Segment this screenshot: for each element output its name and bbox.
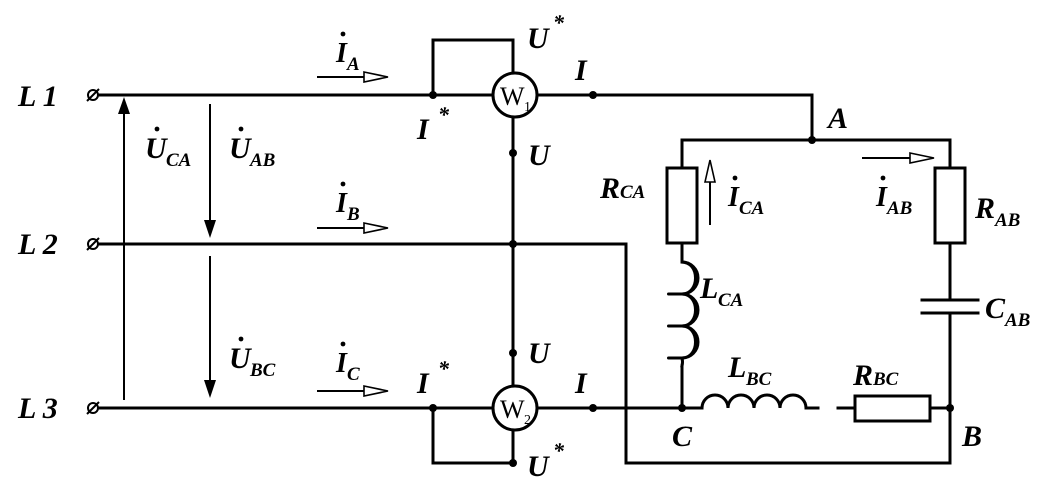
label-node-b: B	[961, 420, 982, 453]
resistor-rab	[933, 166, 967, 245]
svg-text:I: I	[416, 367, 430, 400]
svg-text:U: U	[229, 132, 252, 165]
svg-text:W: W	[500, 82, 525, 111]
label-w1-u: U	[528, 139, 551, 172]
svg-text:BC: BC	[872, 369, 899, 390]
label-lbc: L BC	[727, 351, 772, 390]
label-l2: L 2	[17, 228, 58, 261]
svg-text:U: U	[229, 342, 252, 375]
uca-arrowhead	[118, 97, 130, 114]
label-w1-i: I	[574, 54, 588, 87]
svg-text:B: B	[346, 204, 360, 225]
svg-text:2: 2	[524, 413, 531, 428]
label-w2-i: I	[574, 367, 588, 400]
svg-text:AB: AB	[249, 150, 275, 171]
label-w2-u: U	[528, 337, 551, 370]
label-uca: U CA	[145, 126, 191, 171]
svg-text:A: A	[346, 54, 360, 75]
label-l1: L 1	[17, 80, 58, 113]
label-w1-istar: I *	[416, 102, 450, 146]
svg-text:L: L	[727, 351, 746, 384]
label-rca: R CA	[599, 172, 645, 205]
svg-text:I: I	[727, 182, 740, 213]
line-wires	[98, 93, 952, 465]
svg-text:R: R	[974, 192, 995, 225]
wattmeter-w1: W 1	[429, 38, 597, 410]
label-ib: I B	[335, 181, 360, 225]
label-node-c: C	[672, 420, 693, 453]
wattmeter-w2: W 2	[429, 240, 597, 467]
svg-text:CA: CA	[718, 290, 743, 311]
svg-text:R: R	[852, 359, 873, 392]
label-iab: I AB	[875, 175, 912, 219]
svg-text:*: *	[553, 438, 565, 463]
label-node-a: A	[826, 102, 848, 135]
svg-text:AB: AB	[886, 198, 912, 219]
svg-text:BC: BC	[249, 360, 276, 381]
inductor-lbc	[700, 393, 808, 410]
resistor-rbc	[853, 394, 932, 423]
label-rbc: R BC	[852, 359, 899, 392]
svg-text:L: L	[699, 272, 718, 305]
svg-text:*: *	[438, 356, 450, 381]
label-ia: I A	[335, 31, 360, 75]
svg-text:C: C	[347, 364, 360, 385]
svg-text:*: *	[438, 102, 450, 127]
label-uab: U AB	[229, 126, 275, 171]
svg-text:C: C	[985, 292, 1006, 325]
voltage-arrows	[118, 97, 216, 400]
label-l3: L 3	[17, 392, 58, 425]
ubc-arrowhead	[204, 380, 216, 398]
label-ica: I CA	[727, 175, 764, 219]
svg-text:CA: CA	[620, 182, 645, 203]
label-lca: L CA	[699, 272, 743, 311]
svg-text:AB: AB	[994, 210, 1020, 231]
svg-text:BC: BC	[745, 369, 772, 390]
svg-text:U: U	[527, 22, 550, 55]
svg-text:I: I	[335, 188, 348, 219]
svg-text:CA: CA	[739, 198, 764, 219]
svg-text:AB: AB	[1004, 310, 1030, 331]
svg-text:R: R	[599, 172, 620, 205]
uab-arrowhead	[204, 220, 216, 238]
label-w1-ustar: U *	[527, 10, 565, 55]
svg-text:I: I	[335, 38, 348, 69]
line-terminals	[86, 88, 100, 415]
svg-text:U: U	[145, 132, 168, 165]
label-w2-istar: I *	[416, 356, 450, 400]
svg-text:CA: CA	[166, 150, 191, 171]
delta-load	[665, 136, 980, 423]
label-rab: R AB	[974, 192, 1020, 231]
label-cab: C AB	[985, 292, 1030, 331]
resistor-rca	[665, 166, 699, 245]
label-ubc: U BC	[229, 336, 276, 381]
label-ic: I C	[335, 341, 360, 385]
label-w2-ustar: U *	[527, 438, 565, 483]
svg-text:U: U	[527, 450, 550, 483]
inductor-lca	[667, 260, 697, 360]
svg-text:1: 1	[524, 100, 531, 115]
current-arrows	[317, 71, 935, 397]
svg-text:W: W	[500, 395, 525, 424]
svg-text:I: I	[335, 348, 348, 379]
svg-text:I: I	[875, 182, 888, 213]
svg-text:*: *	[553, 10, 565, 35]
svg-text:I: I	[416, 113, 430, 146]
